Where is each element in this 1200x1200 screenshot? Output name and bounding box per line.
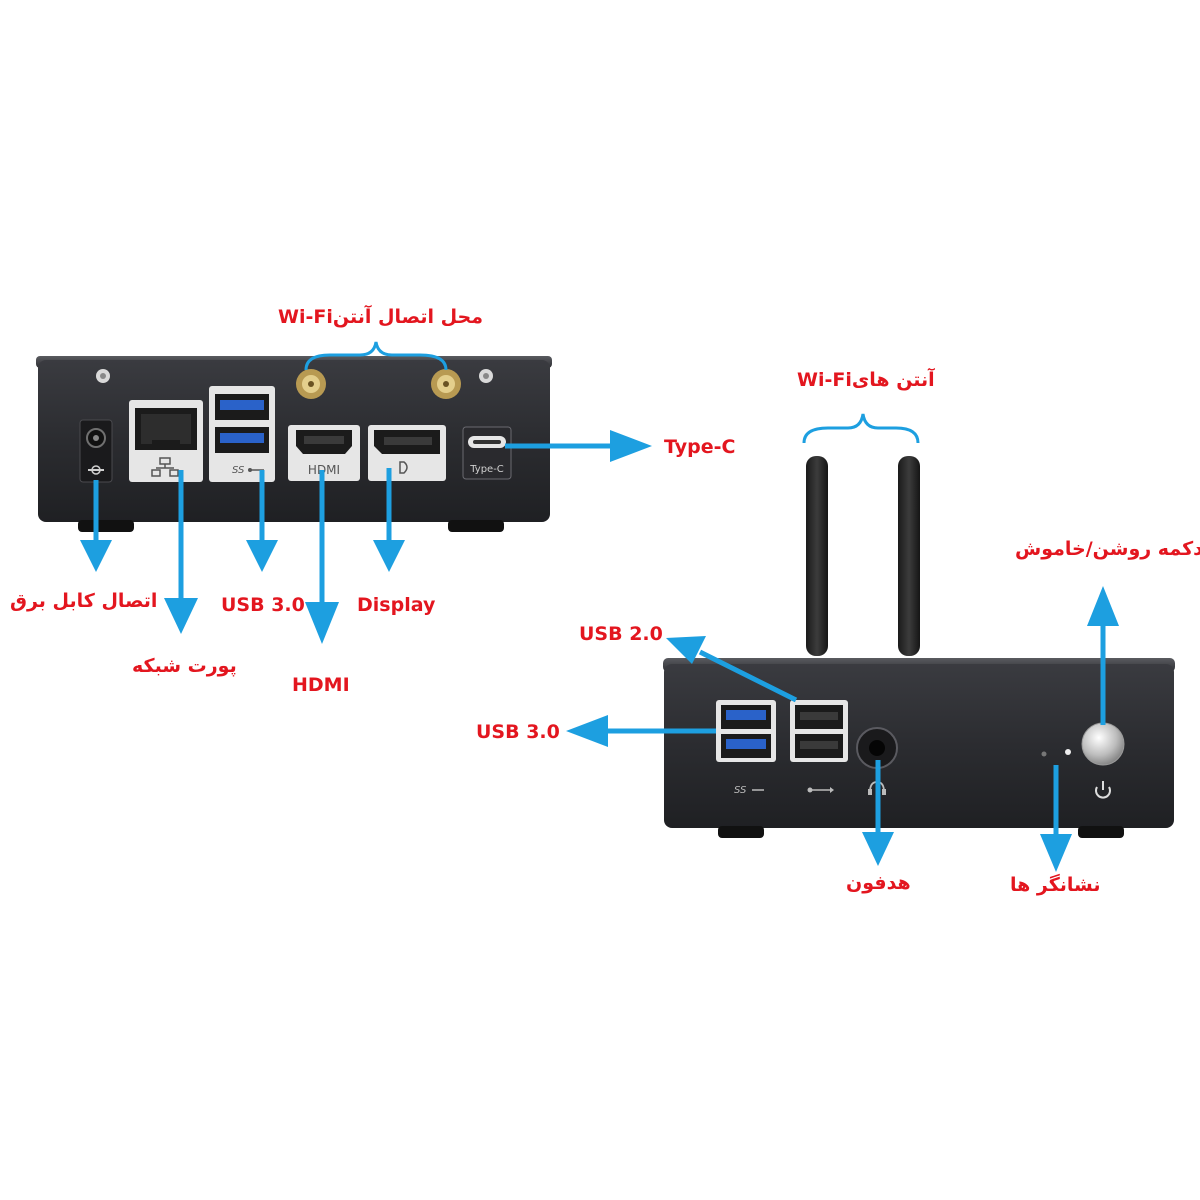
displayport-icon [399, 461, 408, 474]
hdmi-port: HDMI [288, 425, 360, 481]
screw-icon [96, 369, 110, 383]
usb2-ports-front [790, 700, 848, 793]
network-icon [151, 457, 179, 477]
label-display: Display [357, 594, 436, 616]
usb-icon [807, 787, 834, 793]
label-power-button: دکمه روشن/خاموش [1015, 538, 1200, 560]
type-c-port: Type-C [462, 426, 512, 480]
callout-arrows [80, 430, 1119, 872]
label-usb3-rear: USB 3.0 [221, 594, 305, 616]
front-device: SS [663, 456, 1175, 838]
label-usb2: USB 2.0 [579, 623, 663, 645]
power-icon [1095, 781, 1111, 799]
type-c-mark: Type-C [469, 464, 504, 475]
wifi-antenna-connector-left [296, 369, 326, 399]
label-wifi-antenna-mount: محل اتصال آنتنWi-Fi [278, 306, 483, 328]
power-jack [79, 419, 113, 483]
indicator-led-right [1065, 749, 1071, 755]
wifi-antenna-right [898, 456, 920, 656]
usb3-ports-front: SS [716, 700, 776, 796]
usb3-ports-rear: SS [209, 386, 275, 482]
label-hdmi: HDMI [292, 674, 350, 696]
brace-antenna-mount [304, 341, 448, 371]
usb-ss-mark: SS [232, 465, 245, 476]
wifi-antenna-left [806, 456, 828, 656]
label-indicators: نشانگر ها [1010, 874, 1101, 896]
brace-antennas [802, 413, 920, 444]
screw-icon [479, 369, 493, 383]
network-port [129, 400, 203, 482]
rear-device: SS HDMI Type-C [36, 356, 552, 532]
indicator-led-left [1041, 751, 1047, 757]
label-power-jack: اتصال کابل برق [10, 590, 158, 612]
label-type-c: Type-C [664, 436, 736, 458]
usb-ss-mark-front: SS [734, 785, 747, 796]
power-plug-icon [88, 465, 104, 475]
label-network-port: پورت شبکه [132, 655, 237, 677]
displayport-port [368, 425, 446, 481]
label-wifi-antennas: آنتن هایWi-Fi [797, 369, 935, 391]
wifi-antenna-connector-right [431, 369, 461, 399]
label-headphone: هدفون [846, 872, 911, 894]
label-usb3-front: USB 3.0 [476, 721, 560, 743]
